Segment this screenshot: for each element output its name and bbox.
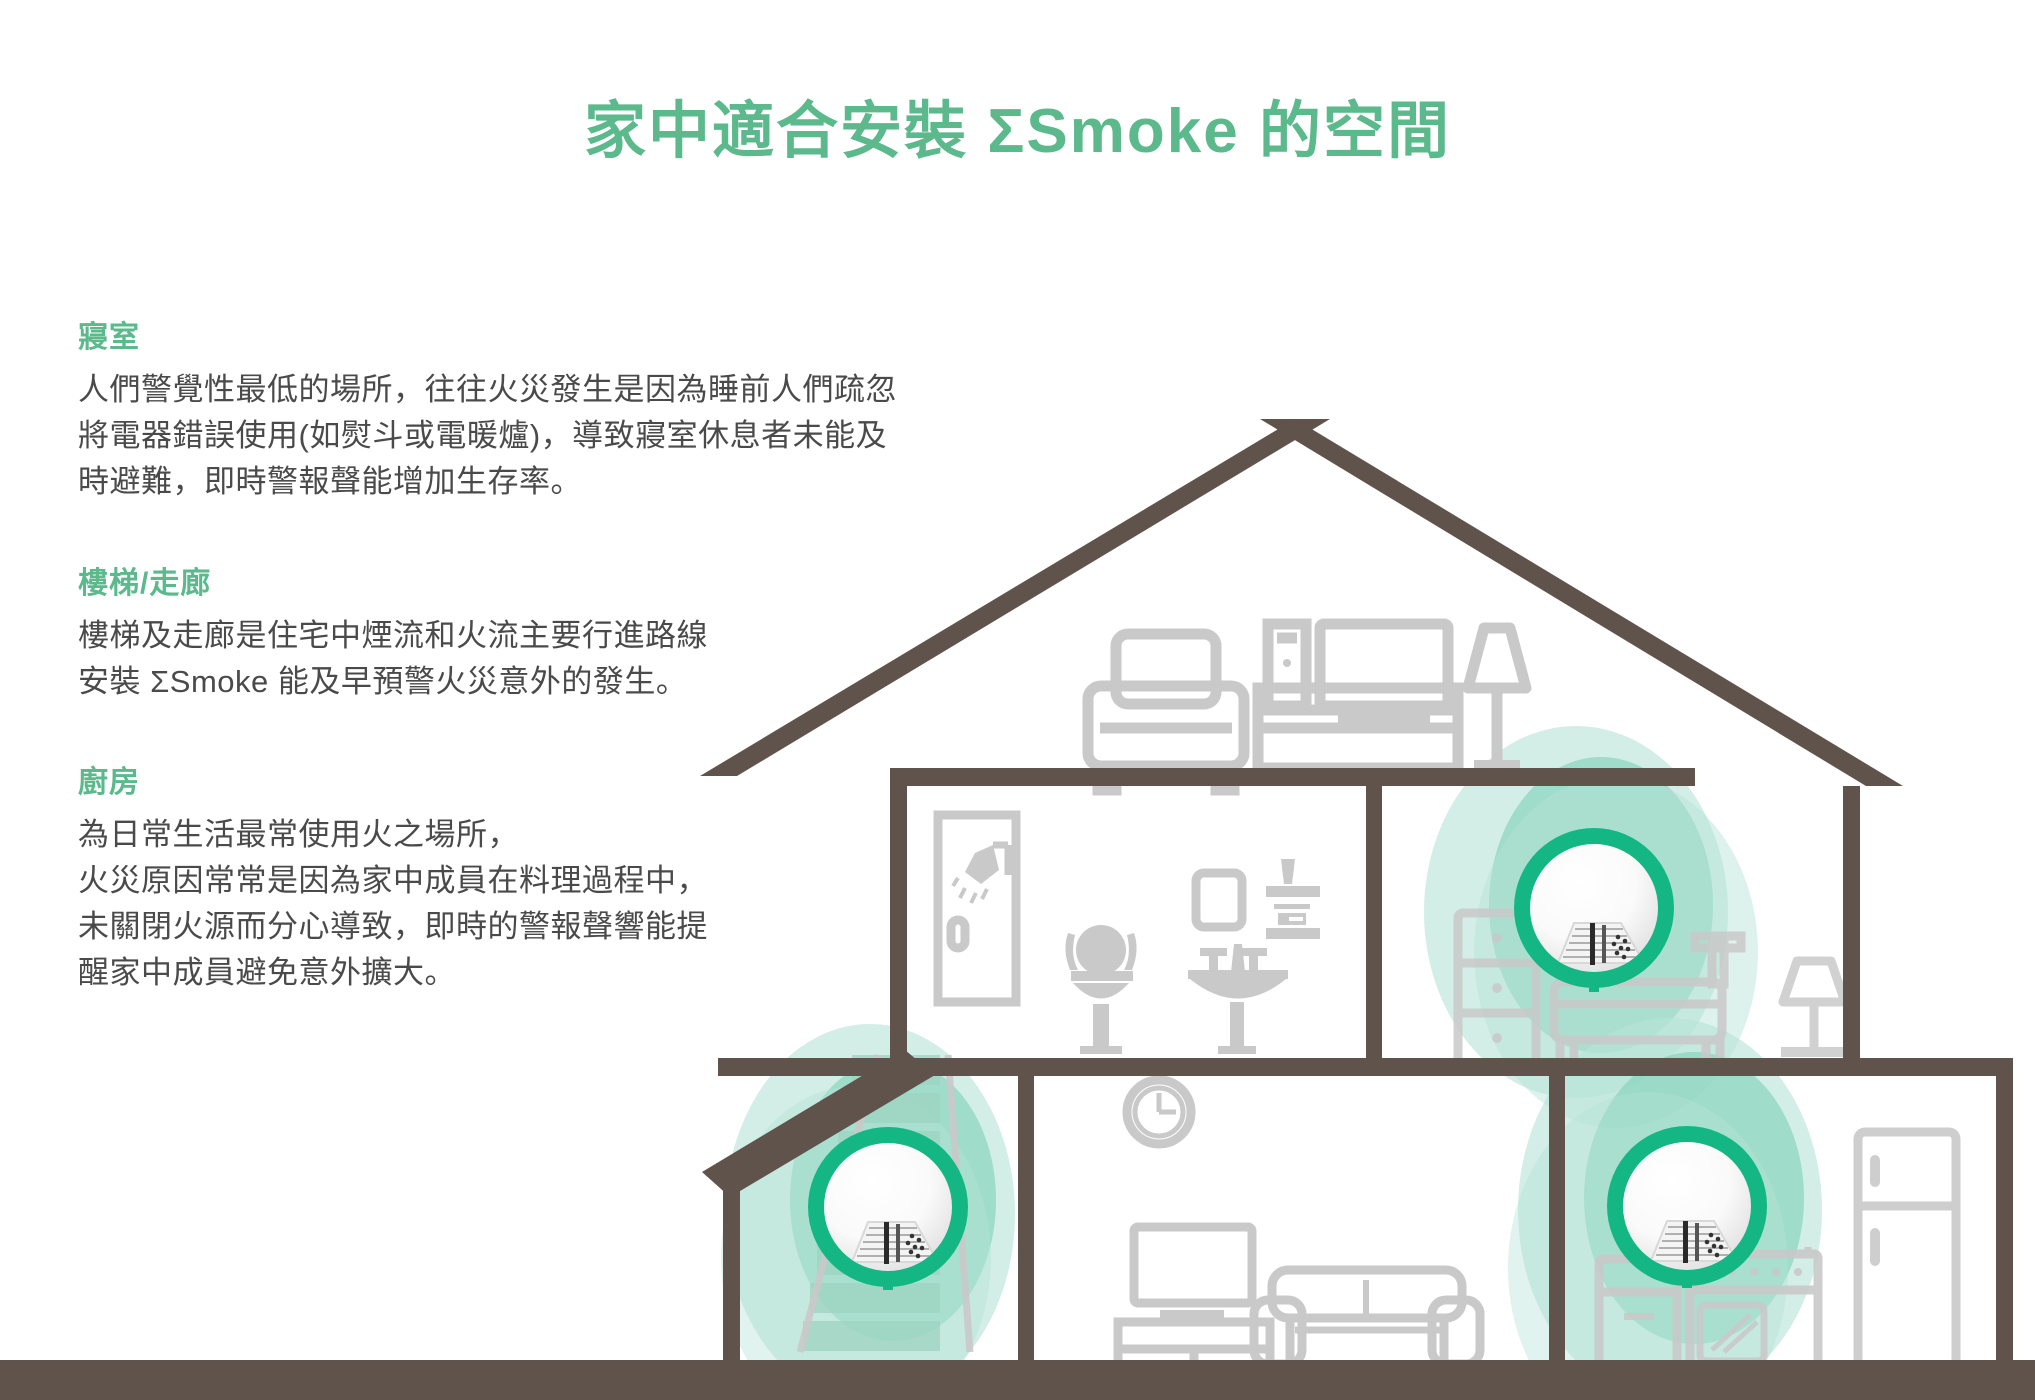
description-column: 寢室 人們警覺性最低的場所，往往火災發生是因為睡前人們疏忽 將電器錯誤使用(如熨…	[78, 315, 1088, 996]
interior-wall-1f-left	[1018, 1076, 1034, 1366]
halo-stairs	[721, 1024, 1015, 1400]
cabinet-icon	[1594, 1254, 1682, 1390]
sofa-icon	[1249, 1265, 1485, 1371]
section-stairs-hallway-body: 樓梯及走廊是住宅中煙流和火流主要行進路線 安裝 ΣSmoke 能及早預警火災意外…	[78, 613, 1088, 705]
refrigerator-icon	[1853, 1127, 1961, 1386]
smoke-detector-kitchen[interactable]	[1607, 1126, 1767, 1288]
mirror-icon	[1191, 868, 1247, 932]
first-floor-right-slab	[1860, 1058, 2013, 1076]
bedroom-furniture	[1453, 908, 1850, 1068]
dresser-icon	[1453, 908, 1541, 1068]
section-bedroom-line-2: 將電器錯誤使用(如熨斗或電暖爐)，導致寢室休息者未能及	[78, 417, 888, 453]
detector-vent-kitchen	[1649, 1220, 1739, 1263]
tv-stand-icon	[1113, 1317, 1275, 1395]
section-bedroom-line-3: 時避難，即時警報聲能增加生存率。	[78, 463, 582, 499]
exterior-wall-left-1f	[723, 1175, 740, 1360]
page-title: 家中適合安裝 ΣSmoke 的空間	[584, 97, 1451, 166]
armchair-icon	[1082, 628, 1250, 796]
section-stairs-hallway-line-2: 安裝 ΣSmoke 能及早預警火災意外的發生。	[78, 663, 688, 699]
sink-icon	[1188, 944, 1288, 1054]
section-bedroom-heading: 寢室	[78, 321, 140, 354]
exterior-wall-right-1f	[1996, 1076, 2013, 1360]
attic-furniture	[1082, 618, 1532, 796]
roof-extension-left	[702, 1050, 935, 1197]
section-kitchen-line-3: 未關閉火源而分心導致，即時的警報聲響能提	[78, 909, 708, 945]
smoke-detector-bedroom[interactable]	[1514, 828, 1674, 992]
halo-bedroom	[1424, 726, 1758, 1128]
section-kitchen-line-1: 為日常生活最常使用火之場所，	[78, 817, 519, 853]
section-kitchen-line-4: 醒家中成員避免意外擴大。	[78, 955, 456, 990]
floor-lamp-icon	[1462, 622, 1532, 770]
wall-clock-icon	[1122, 1075, 1196, 1149]
second-floor-slab	[718, 1058, 1860, 1076]
section-kitchen-body: 為日常生活最常使用火之場所， 火災原因常常是因為家中成員在料理過程中， 未關閉火…	[78, 812, 1088, 996]
section-stairs-hallway-line-1: 樓梯及走廊是住宅中煙流和火流主要行進路線	[78, 617, 708, 653]
shelf-icon	[1266, 859, 1320, 939]
roof-right	[1260, 419, 1903, 786]
section-bedroom-line-1: 人們警覺性最低的場所，往往火災發生是因為睡前人們疏忽	[78, 372, 897, 407]
section-kitchen-heading: 廚房	[78, 766, 140, 800]
living-room-furniture	[1113, 1075, 1485, 1395]
bed-icon	[1549, 931, 1746, 1067]
ground-bar	[0, 1360, 2035, 1400]
computer-desk-icon	[1252, 618, 1464, 774]
table-lamp-icon	[1778, 956, 1850, 1057]
section-stairs-hallway: 樓梯/走廊 樓梯及走廊是住宅中煙流和火流主要行進路線 安裝 ΣSmoke 能及早…	[78, 561, 1088, 705]
exterior-wall-right-1f-upper	[1843, 1058, 1860, 1076]
section-stairs-hallway-heading: 樓梯/走廊	[78, 566, 212, 600]
halo-kitchen	[1508, 1018, 1822, 1400]
interior-wall-2f	[1366, 776, 1382, 1068]
kitchen-furniture	[1594, 1127, 1961, 1392]
detector-vent-bedroom	[1556, 922, 1646, 965]
detector-vent-stairs	[850, 1221, 940, 1264]
section-kitchen-line-2: 火災原因常常是因為家中成員在料理過程中，	[78, 863, 708, 899]
staircase-icon	[796, 1054, 974, 1353]
smoke-detector-stairs[interactable]	[808, 1127, 968, 1290]
television-icon	[1129, 1222, 1257, 1321]
interior-wall-1f-right	[1549, 1076, 1565, 1366]
exterior-wall-right-2f	[1843, 786, 1860, 1068]
section-kitchen: 廚房 為日常生活最常使用火之場所， 火災原因常常是因為家中成員在料理過程中， 未…	[78, 760, 1088, 996]
section-bedroom: 寢室 人們警覺性最低的場所，往往火災發生是因為睡前人們疏忽 將電器錯誤使用(如熨…	[78, 315, 1088, 505]
stove-oven-icon	[1685, 1247, 1823, 1392]
section-bedroom-body: 人們警覺性最低的場所，往往火災發生是因為睡前人們疏忽 將電器錯誤使用(如熨斗或電…	[78, 367, 1088, 505]
